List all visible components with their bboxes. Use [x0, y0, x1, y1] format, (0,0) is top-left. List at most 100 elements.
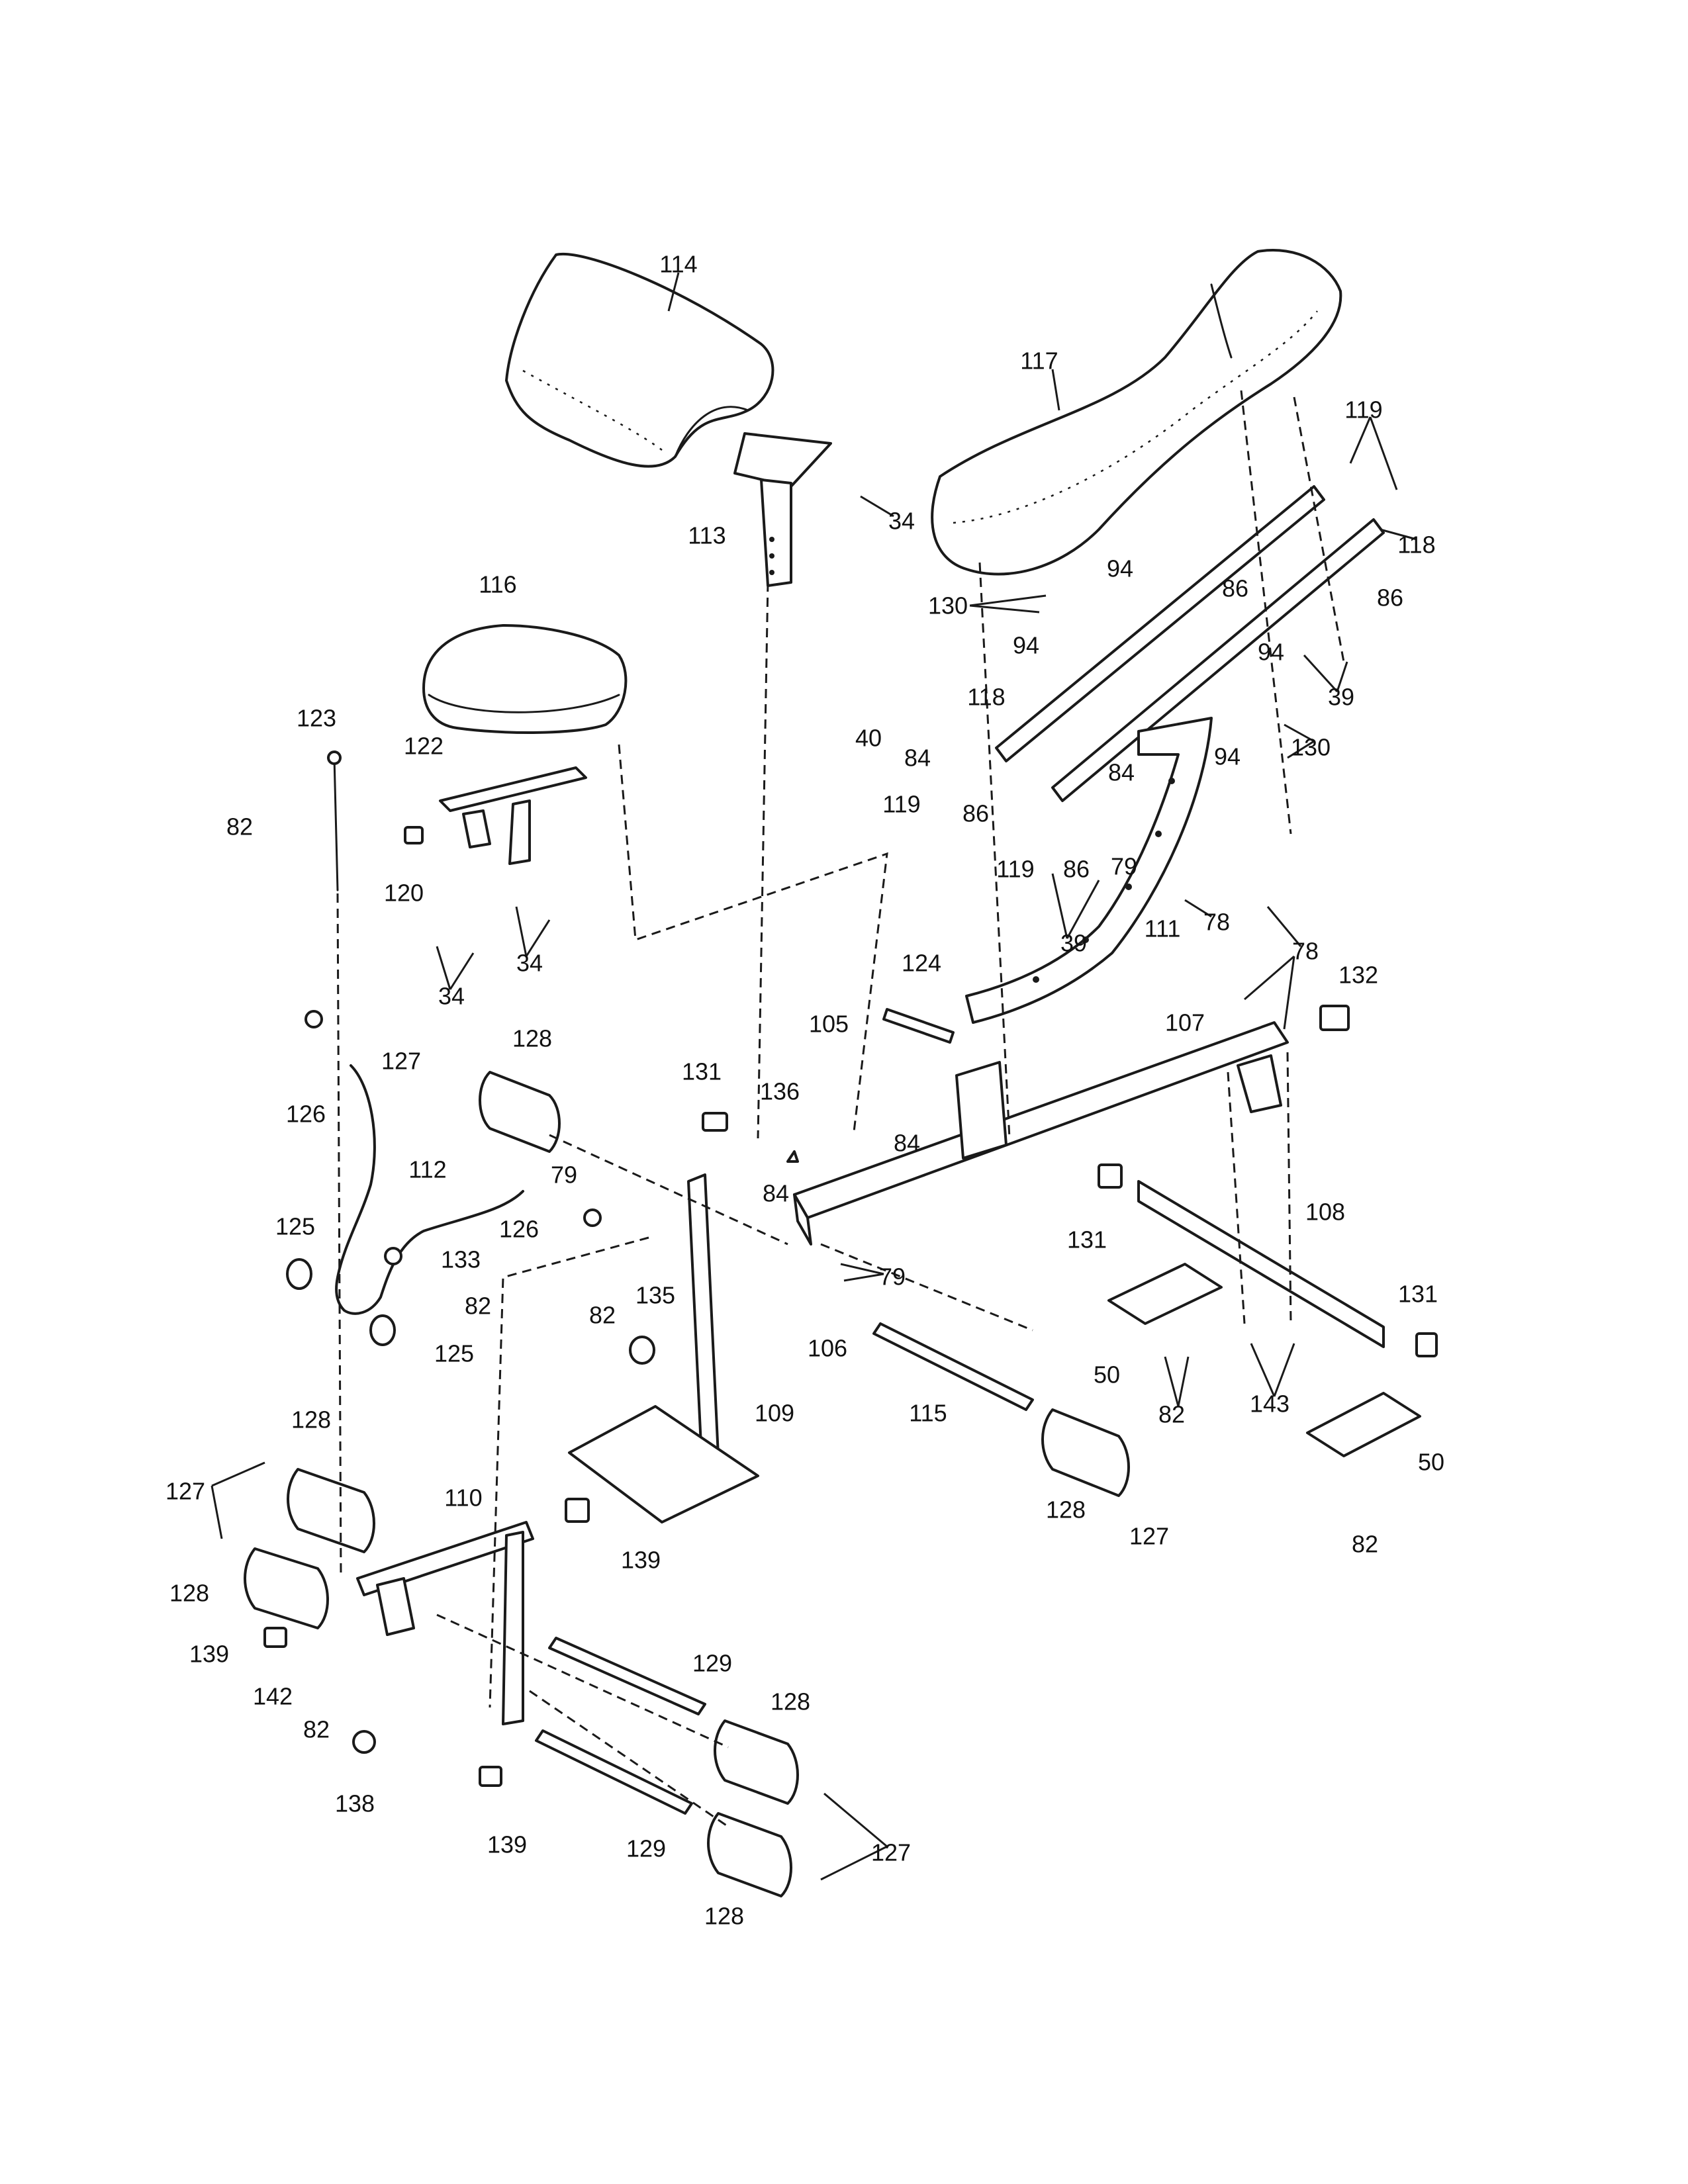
callout-119: 119: [882, 791, 920, 818]
callout-120: 120: [384, 880, 424, 907]
part-112-handle: [335, 1064, 524, 1315]
callout-125: 125: [434, 1340, 474, 1367]
callout-106: 106: [808, 1335, 847, 1362]
callout-139: 139: [189, 1641, 229, 1668]
callout-34: 34: [438, 983, 465, 1010]
part-109-upright: [568, 1173, 759, 1524]
callout-117: 117: [1020, 347, 1058, 375]
callout-131: 131: [1398, 1281, 1438, 1308]
callout-119: 119: [1344, 396, 1382, 424]
callout-118: 118: [967, 684, 1005, 711]
callout-128: 128: [704, 1903, 744, 1930]
part-120-cap: [404, 826, 424, 844]
callout-128: 128: [291, 1406, 331, 1433]
callout-82: 82: [465, 1293, 491, 1320]
callout-34: 34: [888, 508, 915, 535]
callout-128: 128: [1046, 1496, 1086, 1524]
callout-84: 84: [904, 745, 931, 772]
callout-110: 110: [444, 1484, 482, 1512]
callout-50: 50: [1418, 1449, 1444, 1476]
callout-122: 122: [404, 733, 444, 760]
callout-130: 130: [928, 592, 968, 619]
part-122-seat-bracket: [439, 766, 587, 865]
callout-115: 115: [909, 1400, 947, 1427]
roller-128-a: [479, 1071, 561, 1153]
callout-40: 40: [855, 725, 882, 752]
callout-127: 127: [871, 1839, 911, 1866]
callout-130: 130: [1291, 734, 1331, 761]
roller-128-b: [287, 1468, 375, 1553]
callout-94: 94: [1013, 632, 1039, 659]
callout-34: 34: [516, 950, 543, 977]
small-hardware: [263, 1005, 1438, 1787]
part-123-pin: [327, 751, 342, 891]
callout-132: 132: [1338, 962, 1378, 989]
callout-139: 139: [621, 1547, 661, 1574]
part-129-upper-rod: [548, 1637, 706, 1715]
callout-107: 107: [1165, 1009, 1205, 1036]
callout-86: 86: [962, 800, 989, 827]
leader-lines: [211, 272, 1417, 1881]
callout-94: 94: [1258, 639, 1284, 666]
callout-39: 39: [1060, 930, 1087, 957]
callout-84: 84: [894, 1130, 920, 1157]
callout-82: 82: [1352, 1531, 1378, 1558]
callout-94: 94: [1214, 743, 1241, 770]
callout-114: 114: [659, 251, 697, 278]
roller-128-d: [1041, 1408, 1130, 1497]
plate-50-a: [1107, 1263, 1223, 1325]
callout-136: 136: [760, 1078, 800, 1105]
callout-131: 131: [682, 1058, 722, 1085]
callout-labels: 114 117 119 118 34 113 116 94 86 86 130 94 94 39 123 12…: [165, 251, 1444, 1930]
callout-138: 138: [335, 1790, 375, 1817]
callout-139: 139: [487, 1831, 527, 1858]
callout-118: 118: [1397, 531, 1435, 559]
callout-82: 82: [589, 1302, 616, 1329]
assembly-lines: [336, 390, 1345, 1828]
callout-123: 123: [297, 705, 336, 732]
roller-128-c: [244, 1547, 329, 1629]
callout-143: 143: [1250, 1390, 1289, 1418]
callout-128: 128: [771, 1688, 810, 1715]
callout-94: 94: [1107, 555, 1133, 582]
callout-127: 127: [1129, 1523, 1169, 1550]
part-110-front-frame: [356, 1521, 534, 1725]
part-107-main-frame: [793, 1021, 1289, 1246]
callout-78: 78: [1203, 909, 1230, 936]
callout-133: 133: [441, 1246, 481, 1273]
part-111-curved-bracket: [965, 717, 1213, 1024]
roller-128-f: [707, 1812, 792, 1897]
callout-50: 50: [1094, 1361, 1120, 1388]
callout-86: 86: [1222, 575, 1248, 602]
callout-105: 105: [809, 1011, 849, 1038]
callout-119: 119: [996, 856, 1034, 883]
callout-79: 79: [551, 1161, 577, 1189]
pad-114-leg-pad: [505, 252, 774, 468]
pad-116-seat-pad: [422, 624, 628, 734]
callout-129: 129: [692, 1650, 732, 1677]
callout-125: 125: [275, 1213, 315, 1240]
callout-135: 135: [635, 1282, 675, 1309]
part-115-rod: [872, 1322, 1034, 1411]
callout-86: 86: [1377, 584, 1403, 612]
callout-112: 112: [408, 1156, 446, 1183]
pad-117-seat-back-pad: [931, 249, 1342, 576]
part-113-pad-post: [733, 432, 832, 587]
callout-84: 84: [1108, 759, 1135, 786]
callout-126: 126: [499, 1216, 539, 1243]
roller-128-e: [714, 1719, 799, 1805]
callout-113: 113: [688, 522, 726, 549]
callout-127: 127: [381, 1048, 421, 1075]
plate-50-b: [1306, 1392, 1421, 1457]
callout-79: 79: [879, 1263, 906, 1291]
callout-116: 116: [479, 571, 516, 598]
callout-82: 82: [303, 1716, 330, 1743]
callout-128: 128: [512, 1025, 552, 1052]
callout-142: 142: [253, 1683, 293, 1710]
callout-78: 78: [1292, 938, 1319, 965]
callout-127: 127: [165, 1478, 205, 1505]
callout-108: 108: [1305, 1199, 1345, 1226]
callout-124: 124: [902, 950, 941, 977]
callout-129: 129: [626, 1835, 666, 1862]
callout-82: 82: [1158, 1401, 1185, 1428]
